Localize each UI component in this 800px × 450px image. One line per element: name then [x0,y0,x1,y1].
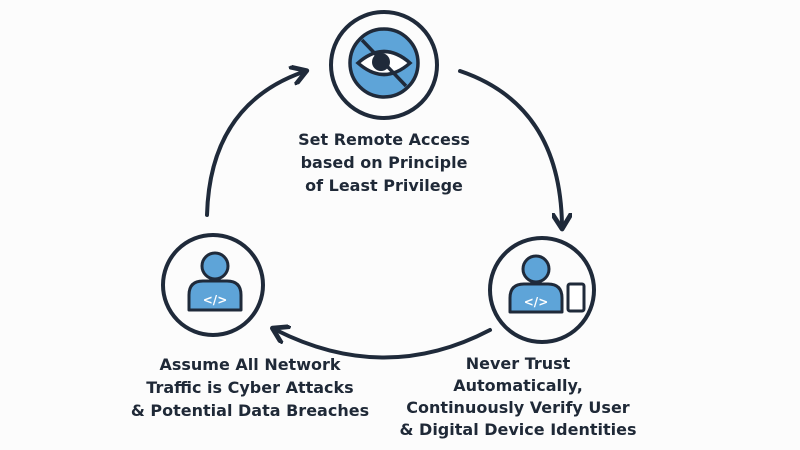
label-line: of Least Privilege [305,176,463,195]
arrow-top-to-right [458,69,562,225]
label-least-privilege: Set Remote Access based on Principle of … [298,128,470,197]
label-line: Assume All Network [159,355,341,374]
label-assume-breach: Assume All Network Traffic is Cyber Atta… [131,353,369,422]
code-symbol: </> [524,295,549,309]
label-verify-identities: Never Trust Automatically, Continuously … [400,353,637,441]
label-line: Never Trust [465,354,571,373]
arrow-left-to-top [205,72,303,217]
arrow-right-to-left [276,330,492,360]
user-code-icon: </> [187,251,243,312]
label-line: based on Principle [300,153,468,172]
mobile-device-icon [566,282,586,313]
node-least-privilege [329,10,439,120]
node-assume-breach: </> [161,233,265,337]
label-line: Set Remote Access [298,130,470,149]
label-line: Traffic is Cyber Attacks [146,378,354,397]
eye-slash-icon [348,27,420,99]
user-code-icon: </> [508,254,564,314]
label-line: Automatically, [453,376,583,395]
label-line: & Digital Device Identities [399,420,637,439]
label-line: Continuously Verify User [406,398,630,417]
code-symbol: </> [203,293,228,307]
node-verify-identities: </> [488,236,596,344]
label-line: & Potential Data Breaches [130,401,370,420]
